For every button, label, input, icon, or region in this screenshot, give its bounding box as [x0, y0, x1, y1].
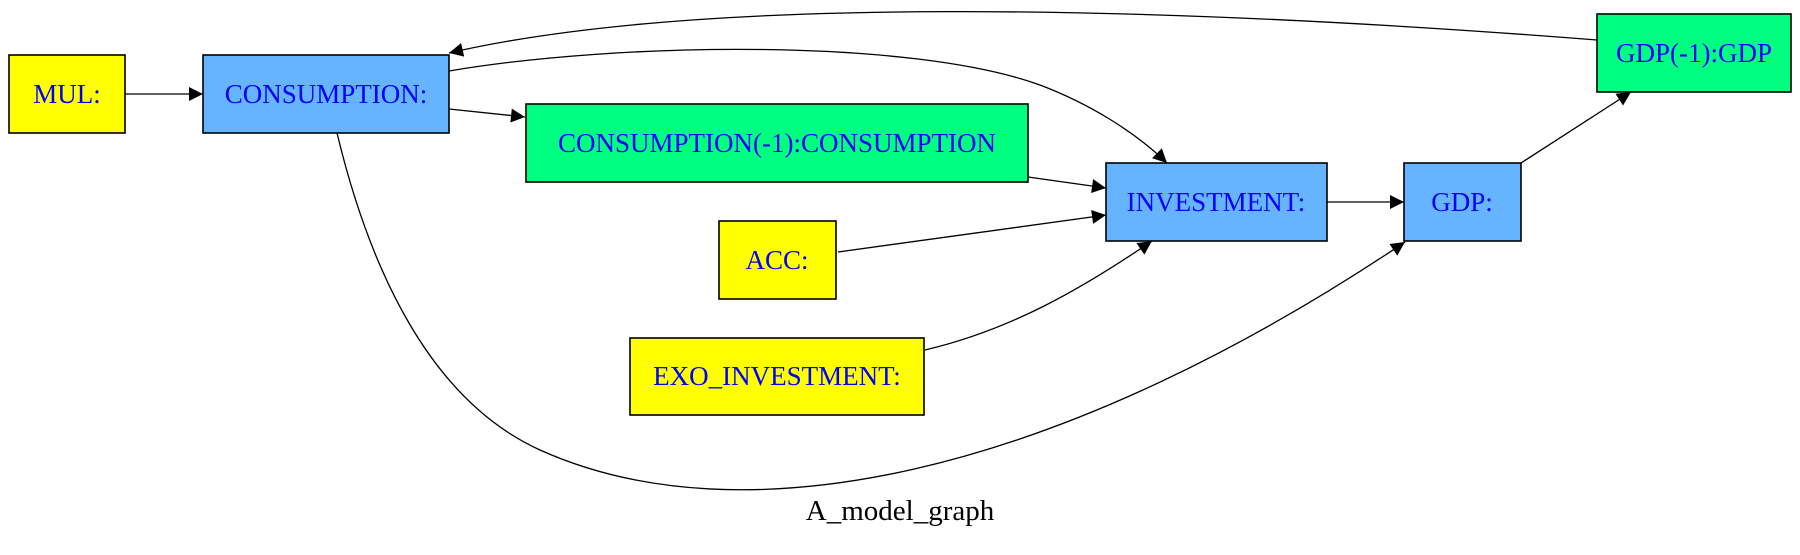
edge-acc-to-investment [837, 209, 1107, 253]
node-exo-investment: EXO_INVESTMENT: [629, 337, 925, 416]
graph-caption: A_model_graph [806, 495, 995, 527]
node-consumption-label: CONSUMPTION: [225, 79, 428, 109]
edge-gdp-lag-to-consumption [448, 10, 1598, 57]
edge-consumption-to-gdp [336, 132, 1406, 491]
edge-consumption-to-consumption-lag [448, 108, 526, 123]
edge-exo-investment-to-investment [924, 240, 1153, 351]
node-acc: ACC: [718, 220, 837, 300]
node-investment-label: INVESTMENT: [1127, 187, 1306, 217]
node-gdp-lag: GDP(-1):GDP [1596, 13, 1792, 93]
node-consumption: CONSUMPTION: [202, 54, 450, 134]
node-consumption-lag: CONSUMPTION(-1):CONSUMPTION [525, 103, 1029, 183]
node-acc-label: ACC: [745, 245, 808, 275]
edge-consumption-lag-to-investment [1027, 176, 1107, 193]
node-gdp-label: GDP: [1431, 187, 1493, 217]
node-gdp: GDP: [1403, 162, 1522, 242]
edge-consumption-to-investment [448, 48, 1168, 164]
node-mul: MUL: [8, 54, 126, 134]
node-exo-investment-label: EXO_INVESTMENT: [653, 361, 901, 391]
node-mul-label: MUL: [33, 79, 101, 109]
node-gdp-lag-label: GDP(-1):GDP [1616, 38, 1772, 68]
edge-gdp-to-gdp-lag [1520, 91, 1632, 164]
nodes: MUL: CONSUMPTION: CONSUMPTION(-1):CONSUM… [8, 13, 1792, 416]
edges [125, 10, 1632, 491]
node-investment: INVESTMENT: [1105, 162, 1328, 242]
node-consumption-lag-label: CONSUMPTION(-1):CONSUMPTION [558, 128, 996, 158]
